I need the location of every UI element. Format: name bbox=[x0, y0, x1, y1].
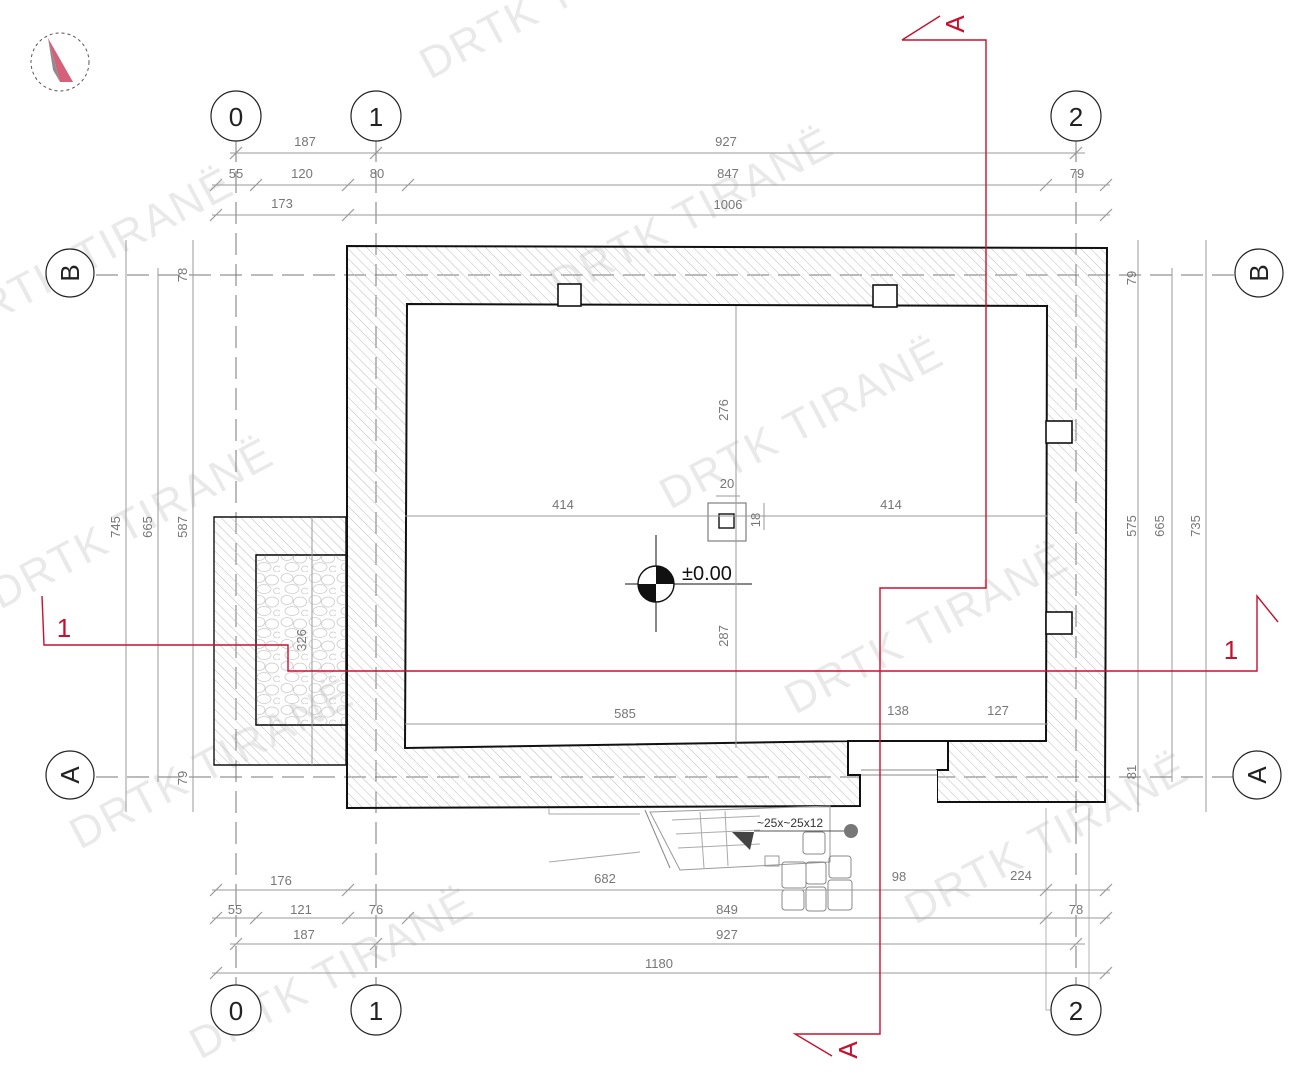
dimension-labels-top: 187 927 55 120 80 847 79 173 1006 bbox=[229, 134, 1084, 212]
axis-bubble-1-bottom: 1 bbox=[350, 984, 402, 1036]
dim-label: 665 bbox=[1152, 515, 1167, 537]
dim-label: 735 bbox=[1188, 515, 1203, 537]
dimension-labels-interior: 414 414 276 287 20 18 585 138 127 326 bbox=[294, 399, 1009, 721]
dimension-lines-sides bbox=[125, 240, 1207, 812]
dim-label: 927 bbox=[715, 134, 737, 149]
axis-bubble-2-bottom: 2 bbox=[1050, 984, 1102, 1036]
dim-label: 98 bbox=[892, 869, 906, 884]
dim-label: 847 bbox=[717, 166, 739, 181]
svg-text:2: 2 bbox=[1069, 996, 1083, 1026]
section-label-1-left: 1 bbox=[57, 613, 71, 643]
dim-label: 79 bbox=[175, 771, 190, 785]
dim-label: 849 bbox=[716, 902, 738, 917]
watermark-1: DRTK TIRANË bbox=[412, 0, 712, 89]
axis-bubble-A-right: A bbox=[1232, 750, 1282, 800]
dimension-labels-left: 745 665 587 78 79 bbox=[108, 268, 190, 785]
dim-label: 76 bbox=[369, 902, 383, 917]
dim-label: 187 bbox=[293, 927, 315, 942]
dim-label: 55 bbox=[228, 902, 242, 917]
elevation-marker: ±0.00 bbox=[625, 535, 752, 632]
dim-label: 587 bbox=[175, 516, 190, 538]
watermark-3: DRTK TIRANË bbox=[652, 328, 952, 519]
axis-bubble-0-bottom: 0 bbox=[210, 984, 262, 1036]
dim-label: 176 bbox=[270, 873, 292, 888]
section-lines bbox=[41, 15, 1279, 1057]
dim-label: 79 bbox=[1124, 271, 1139, 285]
svg-text:0: 0 bbox=[229, 996, 243, 1026]
dim-label: 18 bbox=[748, 513, 763, 527]
dim-label: 665 bbox=[140, 516, 155, 538]
svg-text:A: A bbox=[1242, 766, 1272, 784]
dim-label: 414 bbox=[552, 497, 574, 512]
dim-label: 575 bbox=[1124, 515, 1139, 537]
dim-label: 1006 bbox=[714, 197, 743, 212]
dim-label: 55 bbox=[229, 166, 243, 181]
svg-text:A: A bbox=[55, 766, 85, 784]
central-column bbox=[707, 502, 747, 542]
dim-label: 127 bbox=[987, 703, 1009, 718]
watermark-6: DRTK TIRANË bbox=[0, 158, 242, 349]
axis-bubble-0-top: 0 bbox=[210, 90, 262, 142]
watermark-4: DRTK TIRANË bbox=[777, 533, 1077, 724]
dim-label: 173 bbox=[271, 196, 293, 211]
dim-label: 79 bbox=[1070, 166, 1084, 181]
dimension-lines-bottom bbox=[209, 883, 1113, 980]
dimension-lines-top bbox=[209, 146, 1113, 222]
dimension-labels-right: 575 665 735 79 81 bbox=[1124, 271, 1203, 779]
svg-text:B: B bbox=[1244, 264, 1274, 281]
section-label-A-top: A bbox=[940, 15, 970, 33]
axis-bubble-1-top: 1 bbox=[350, 90, 402, 142]
dim-label: 326 bbox=[294, 629, 309, 651]
dim-label: 20 bbox=[720, 476, 734, 491]
svg-text:0: 0 bbox=[229, 102, 243, 132]
entrance-stairs: ~25x~25x12 bbox=[548, 805, 858, 912]
axis-bubble-A-left: A bbox=[45, 750, 95, 800]
annex bbox=[213, 516, 347, 766]
dim-label: 745 bbox=[108, 516, 123, 538]
dim-label: 80 bbox=[370, 166, 384, 181]
north-arrow-icon bbox=[30, 32, 90, 92]
dimension-lines-interior bbox=[405, 306, 1048, 748]
dim-label: 927 bbox=[716, 927, 738, 942]
dim-label: 81 bbox=[1124, 765, 1139, 779]
building-walls bbox=[346, 244, 1109, 810]
dim-label: 682 bbox=[594, 871, 616, 886]
dim-label: 1180 bbox=[645, 956, 673, 971]
dim-label: 414 bbox=[880, 497, 902, 512]
dim-label: 224 bbox=[1010, 868, 1032, 883]
axis-bubbles: 0 1 2 0 1 2 B A B A bbox=[45, 90, 1284, 1036]
stair-note: ~25x~25x12 bbox=[757, 816, 823, 830]
section-label-A-bottom: A bbox=[833, 1041, 863, 1059]
dim-label: 287 bbox=[716, 625, 731, 647]
section-label-1-right: 1 bbox=[1224, 635, 1238, 665]
dim-label: 78 bbox=[1069, 902, 1083, 917]
dim-label: 120 bbox=[291, 166, 313, 181]
svg-text:B: B bbox=[55, 264, 85, 281]
dim-label: 138 bbox=[887, 703, 909, 718]
dim-label: 121 bbox=[290, 902, 312, 917]
section-labels: A A 1 1 bbox=[57, 15, 1238, 1059]
svg-text:1: 1 bbox=[369, 102, 383, 132]
axis-bubble-B-right: B bbox=[1234, 248, 1284, 298]
dim-label: 276 bbox=[716, 399, 731, 421]
watermark-9: DRTK TIRANË bbox=[182, 878, 482, 1069]
axis-bubble-2-top: 2 bbox=[1050, 90, 1102, 142]
axis-bubble-B-left: B bbox=[45, 248, 95, 298]
dim-label: 78 bbox=[175, 268, 190, 282]
elevation-label: ±0.00 bbox=[682, 563, 732, 585]
svg-text:1: 1 bbox=[369, 996, 383, 1026]
dim-label: 585 bbox=[614, 706, 636, 721]
svg-text:2: 2 bbox=[1069, 102, 1083, 132]
dimension-labels-bottom: 176 682 98 224 55 121 76 849 78 187 927 … bbox=[228, 868, 1083, 971]
dim-label: 187 bbox=[294, 134, 316, 149]
